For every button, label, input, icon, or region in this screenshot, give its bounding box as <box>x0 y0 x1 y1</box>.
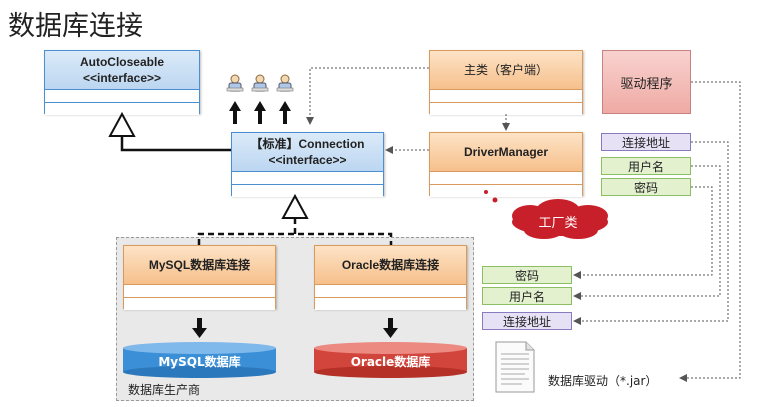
mysql-connection-name: MySQL数据库连接 <box>148 258 251 272</box>
manager-param-password: 密码 <box>482 266 572 284</box>
driver-manager-name: DriverManager <box>463 145 549 159</box>
autocloseable-stereotype: <<interface>> <box>82 71 162 85</box>
user-icon <box>276 74 294 92</box>
connection-name: 【标准】Connection <box>250 137 365 151</box>
factory-label: 工厂类 <box>538 216 577 231</box>
up-arrow-icon <box>279 101 291 124</box>
main-class-name: 主类（客户端） <box>463 63 548 77</box>
user-icon <box>251 74 269 92</box>
driver-param-user: 用户名 <box>601 157 691 175</box>
document-icon <box>495 341 535 393</box>
connection-box: 【标准】Connection <<interface>> <box>231 132 384 197</box>
oracle-connection-box: Oracle数据库连接 <box>314 245 467 310</box>
up-arrow-icon <box>229 101 241 124</box>
oracle-connection-name: Oracle数据库连接 <box>341 258 440 272</box>
page-title: 数据库连接 <box>8 11 143 42</box>
autocloseable-name: AutoCloseable <box>79 55 164 69</box>
inheritance-connection-autocloseable <box>108 111 231 152</box>
autocloseable-attributes <box>45 89 199 102</box>
connection-methods <box>232 184 383 197</box>
driver-param-password: 密码 <box>601 178 691 196</box>
driver-program-box: 驱动程序 <box>602 50 691 114</box>
driver-param-url: 连接地址 <box>601 133 691 151</box>
up-arrow-icon <box>254 101 266 124</box>
driver-program-label: 驱动程序 <box>620 76 673 92</box>
manager-param-user: 用户名 <box>482 287 572 305</box>
autocloseable-box: AutoCloseable <<interface>> <box>44 50 200 115</box>
connection-stereotype: <<interface>> <box>268 153 347 167</box>
manager-param-url: 连接地址 <box>482 312 572 330</box>
factory-cloud-icon <box>484 190 608 239</box>
user-icon <box>226 74 244 92</box>
autocloseable-methods <box>45 102 199 115</box>
driver-manager-box: DriverManager <box>429 132 583 197</box>
vendor-label: 数据库生产商 <box>128 383 201 397</box>
jar-label: 数据库驱动（*.jar） <box>548 374 658 388</box>
main-class-box: 主类（客户端） <box>429 50 583 115</box>
mysql-connection-box: MySQL数据库连接 <box>123 245 276 310</box>
connection-attributes <box>232 171 383 184</box>
